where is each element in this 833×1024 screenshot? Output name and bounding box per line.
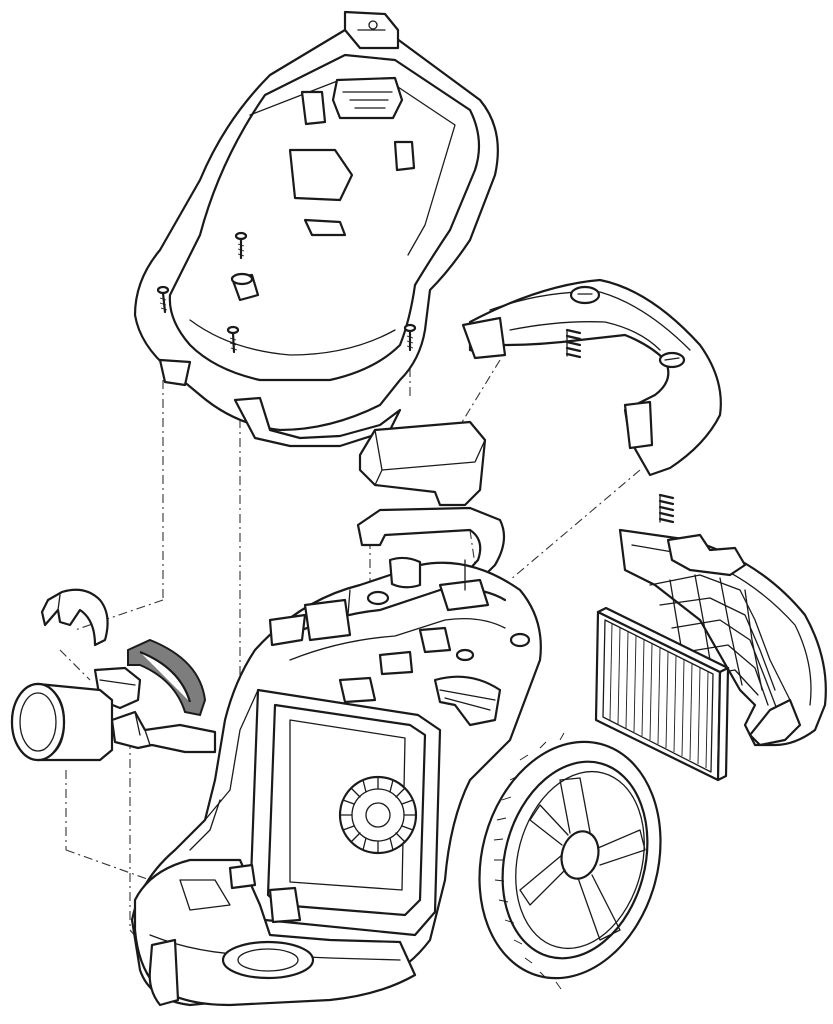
top-lid [133,10,499,448]
inlet-clip-lower [110,710,217,754]
fan-icon [338,775,418,855]
spring-icon [565,328,582,359]
hepa-filter [594,606,730,782]
filter-cover-frame [461,278,722,477]
screw-icon [156,285,170,314]
gasket [127,638,207,717]
main-body [130,556,542,1007]
screw-icon [234,231,248,260]
screw-icon [403,323,417,352]
screw-icon [226,325,240,354]
screws [156,231,417,354]
wheel [478,732,662,990]
spring-icon [658,493,675,524]
wheel-hub-icon [519,777,646,941]
hose-inlet-tube [10,682,114,762]
button-cap [358,420,487,507]
inlet-clip-upper [40,588,109,647]
